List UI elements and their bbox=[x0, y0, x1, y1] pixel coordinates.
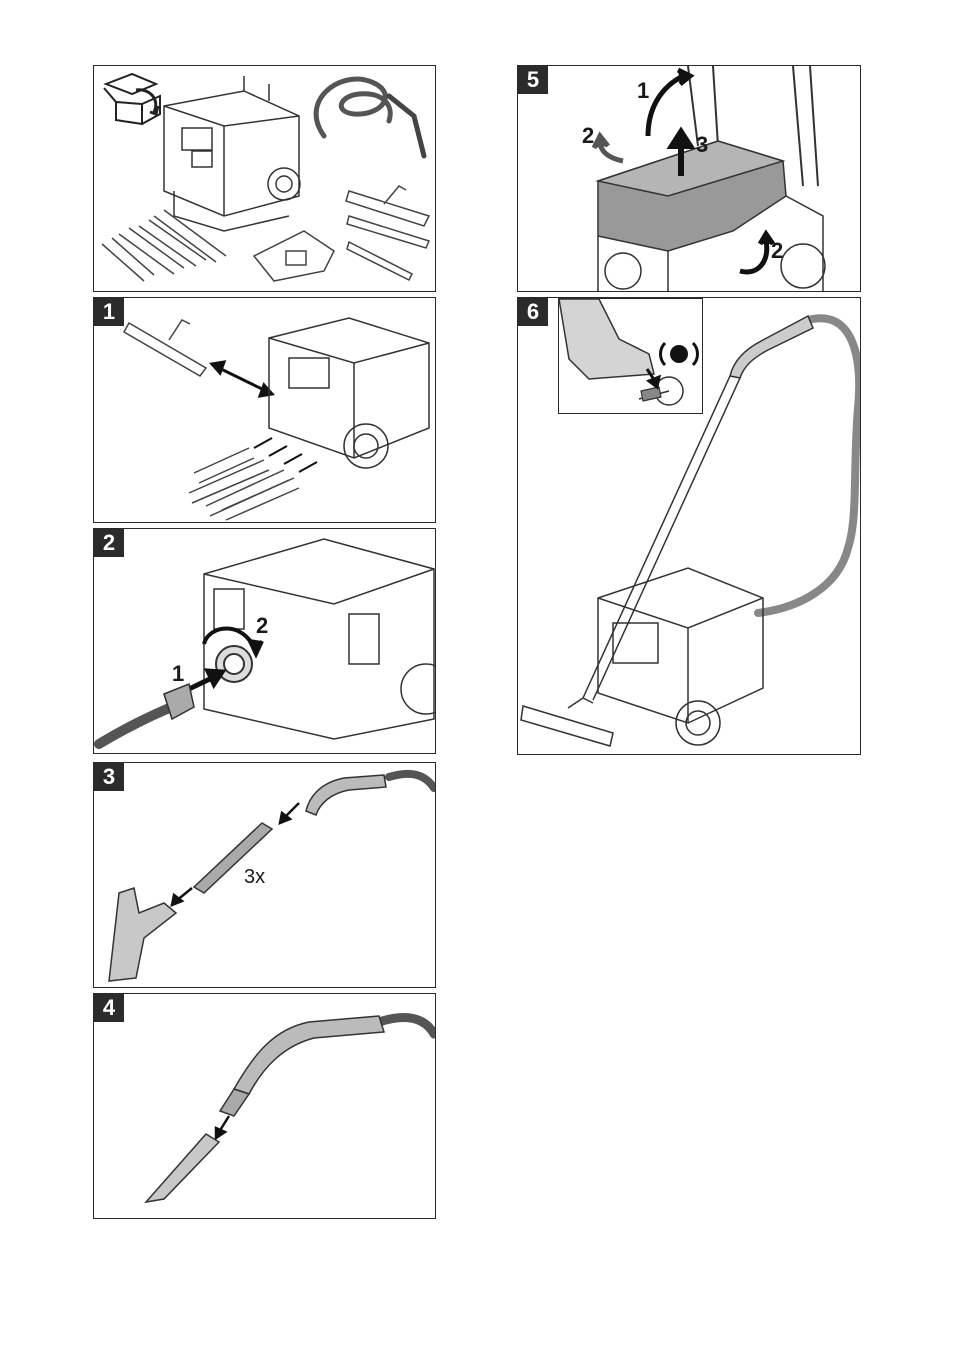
vacuum-unit-drawing bbox=[164, 76, 300, 231]
clamp-open-arrow-icon bbox=[740, 234, 773, 272]
extension-tubes-drawing bbox=[102, 210, 226, 281]
lift-arrow-icon bbox=[648, 70, 690, 136]
storage-illustration bbox=[94, 298, 436, 523]
panel-step-5: 5 1 2 3 2 bbox=[517, 65, 861, 292]
callout-label-2: 2 bbox=[256, 613, 268, 639]
extension-tubes-drawing bbox=[189, 448, 299, 520]
step-badge-4: 4 bbox=[94, 994, 124, 1022]
panel-unpacking bbox=[93, 65, 436, 292]
step-badge-2: 2 bbox=[94, 529, 124, 557]
brake-detail-inset bbox=[558, 298, 703, 414]
lid-open-illustration bbox=[518, 66, 861, 292]
vacuum-unit-drawing bbox=[269, 318, 429, 468]
handle-drawing bbox=[234, 1016, 384, 1094]
panel-step-3: 3 3x bbox=[93, 762, 436, 988]
step-badge-1: 1 bbox=[94, 298, 124, 326]
crevice-bracket-drawing bbox=[254, 231, 334, 281]
handle-drawing bbox=[730, 316, 813, 378]
crevice-attach-illustration bbox=[94, 994, 436, 1219]
callout-label-1: 1 bbox=[637, 78, 649, 104]
insert-arrow-icon bbox=[172, 888, 192, 905]
panel-step-2: 2 1 2 bbox=[93, 528, 436, 754]
step-badge-6: 6 bbox=[518, 298, 548, 326]
step-badge-3: 3 bbox=[94, 763, 124, 791]
suction-hose-drawing bbox=[379, 1018, 434, 1034]
handle-drawing bbox=[306, 775, 386, 815]
floor-nozzle-drawing bbox=[521, 698, 613, 746]
callout-label-1: 1 bbox=[172, 661, 184, 687]
callout-label-2-lower: 2 bbox=[771, 238, 783, 264]
tilt-arrow-icon bbox=[594, 136, 623, 161]
double-arrow-icon bbox=[254, 438, 317, 472]
brake-detail-illustration bbox=[559, 299, 703, 414]
insert-arrow-icon bbox=[216, 1116, 229, 1138]
callout-label-3: 3 bbox=[696, 132, 708, 158]
floor-nozzle-drawing bbox=[346, 186, 429, 280]
insert-arrow-icon bbox=[280, 803, 299, 823]
suction-hose-drawing bbox=[99, 704, 179, 744]
callout-label-2: 2 bbox=[582, 123, 594, 149]
brake-pedal-icon bbox=[661, 343, 698, 365]
box-unpacking-icon bbox=[104, 74, 160, 124]
suction-hose-drawing bbox=[758, 318, 859, 613]
foot-drawing bbox=[559, 299, 654, 379]
vacuum-unit-drawing bbox=[598, 568, 763, 745]
floor-nozzle-drawing bbox=[124, 320, 206, 376]
hose-connect-illustration bbox=[94, 529, 436, 754]
crevice-nozzle-drawing bbox=[109, 888, 176, 981]
panel-step-4: 4 bbox=[93, 993, 436, 1219]
suction-hose-drawing bbox=[389, 774, 434, 788]
tube-count-label: 3x bbox=[244, 866, 265, 889]
tube-stub-drawing bbox=[220, 1089, 249, 1116]
suction-hose-drawing bbox=[316, 79, 424, 156]
panel-step-6: 6 bbox=[517, 297, 861, 755]
crevice-nozzle-drawing bbox=[146, 1134, 219, 1202]
vacuum-unit-drawing bbox=[204, 539, 436, 739]
step-badge-5: 5 bbox=[518, 66, 548, 94]
double-arrow-icon bbox=[212, 362, 272, 396]
push-arrow-icon bbox=[189, 671, 222, 689]
panel-step-1: 1 bbox=[93, 297, 436, 523]
unpacking-illustration bbox=[94, 66, 436, 292]
extension-tube-drawing bbox=[583, 376, 740, 700]
